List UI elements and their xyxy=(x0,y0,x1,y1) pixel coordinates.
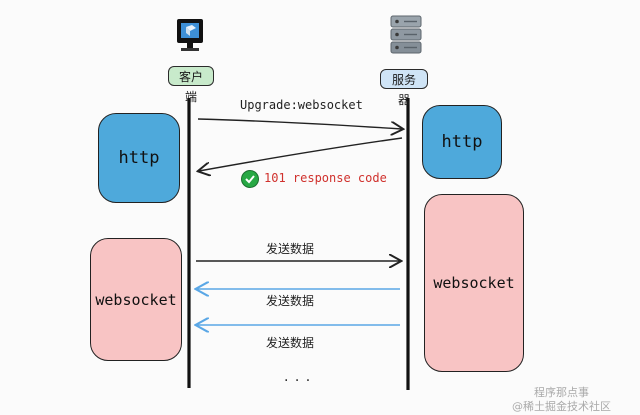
server-rack-icon xyxy=(386,12,426,58)
upgrade-response-arrow xyxy=(199,137,403,171)
client-websocket-label: websocket xyxy=(95,290,177,309)
check-circle-icon xyxy=(241,170,259,188)
client-websocket-box: websocket xyxy=(90,238,182,361)
client-http-label: http xyxy=(118,148,160,168)
server-http-label: http xyxy=(441,132,483,152)
message-label-1: 发送数据 xyxy=(266,242,315,256)
upgrade-request-arrow xyxy=(197,118,402,129)
upgrade-response-label: 101 response code xyxy=(264,171,387,185)
message-label-3: 发送数据 xyxy=(266,336,315,350)
server-websocket-label: websocket xyxy=(433,274,515,292)
client-label: 客户端 xyxy=(168,66,214,104)
continuation-dots: · · · xyxy=(284,373,312,389)
watermark-secondary: 程序那点事 xyxy=(534,386,589,399)
server-label: 服务器 xyxy=(380,69,428,107)
watermark-primary: @稀土掘金技术社区 xyxy=(512,400,611,413)
server-websocket-box: websocket xyxy=(424,194,524,372)
server-http-box: http xyxy=(422,105,502,179)
upgrade-request-label: Upgrade:websocket xyxy=(240,98,363,112)
client-computer-icon xyxy=(170,16,210,56)
client-http-box: http xyxy=(98,113,180,203)
message-label-2: 发送数据 xyxy=(266,294,315,308)
